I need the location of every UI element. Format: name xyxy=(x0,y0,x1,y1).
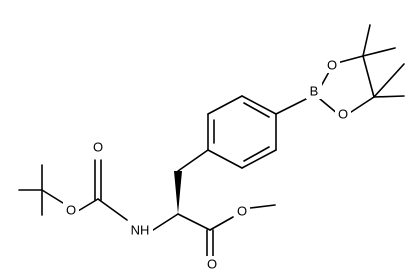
bond-tbu-oxygen xyxy=(41,189,64,204)
amide-nitrogen-label: NH xyxy=(131,223,150,238)
bond-pinacol-cc xyxy=(362,55,375,98)
ester-oxygen-methoxy-label: O xyxy=(237,204,247,219)
o-bottom-bg xyxy=(335,106,351,122)
bond-o-bottom-to-c-bottom xyxy=(347,96,375,115)
carbamate-oxygen-ester-label: O xyxy=(66,203,76,218)
bond-ring-c6-c1 xyxy=(207,149,243,169)
bond-alpha-c-to-ester-c xyxy=(177,213,211,231)
carbamate-o-carbonyl-bg xyxy=(90,139,106,155)
boronate-oxygen-bottom-label: O xyxy=(338,107,348,122)
carbamate-oxygen-carbonyl-label: O xyxy=(93,140,103,155)
atom-label-backgrounds xyxy=(63,57,351,272)
bond-ring-inner-double-2 xyxy=(243,102,270,118)
bond-ester-o-to-carbamate-c xyxy=(77,198,99,212)
carbamate-o-ester-bg xyxy=(63,202,79,218)
bond-n-to-alpha-c xyxy=(149,213,179,233)
bond-ring-c5-c6 xyxy=(241,149,277,169)
bond-c-top-methyl-up xyxy=(362,24,371,57)
bond-carbamate-c-to-n xyxy=(97,198,128,221)
methoxy-o-bg xyxy=(234,203,250,219)
bond-c-top-methyl-right xyxy=(362,47,396,57)
bond-ring-c3-c4 xyxy=(241,95,277,115)
bond-methoxy-o-to-methyl xyxy=(249,204,276,209)
bond-ester-c-to-methoxy-o xyxy=(209,216,234,231)
bond-ring-to-boron xyxy=(275,98,307,115)
bond-ch2-to-ring xyxy=(177,149,209,172)
stereo-wedge-bond xyxy=(174,171,182,214)
bond-ring-c2-c3 xyxy=(207,95,243,115)
bond-c-bottom-methyl-right xyxy=(373,63,405,98)
boron-label: B xyxy=(310,84,319,99)
boron-bg xyxy=(306,83,322,99)
bond-ring-inner-double-3 xyxy=(243,146,270,162)
nh-bg xyxy=(127,222,153,238)
bond-layer xyxy=(18,24,405,259)
o-top-bg xyxy=(324,57,340,73)
ester-oxygen-carbonyl-label: O xyxy=(207,257,217,272)
boronate-oxygen-top-label: O xyxy=(327,58,337,73)
ester-o-carbonyl-bg xyxy=(204,256,220,272)
bond-c-bottom-methyl-down xyxy=(373,95,405,98)
atom-labels: B O O O O NH O O xyxy=(66,58,348,272)
bond-o-top-to-c-top xyxy=(336,55,364,64)
